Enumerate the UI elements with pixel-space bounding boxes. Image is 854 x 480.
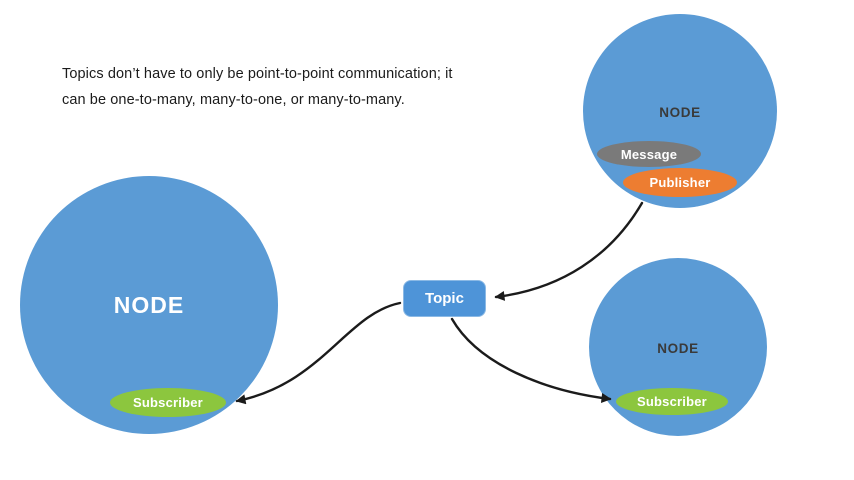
- subscriber-badge-left: Subscriber: [110, 388, 226, 417]
- caption-line-1: Topics don’t have to only be point-to-po…: [62, 66, 453, 82]
- node-left-label: NODE: [113, 291, 185, 318]
- node-bottom-right-label: NODE: [657, 340, 699, 356]
- subscriber-badge-bottom-right: Subscriber: [616, 388, 728, 415]
- topic-box: Topic: [403, 280, 486, 317]
- node-top-right-label: NODE: [659, 104, 701, 120]
- arrow-topic-to-bottom-subscriber: [450, 317, 612, 403]
- message-badge: Message: [597, 141, 701, 167]
- publisher-badge: Publisher: [623, 168, 737, 197]
- caption-line-2: can be one-to-many, many-to-one, or many…: [62, 92, 405, 109]
- caption: Topics don’t have to only be point-to-po…: [62, 61, 453, 113]
- topic-label: Topic: [425, 290, 464, 307]
